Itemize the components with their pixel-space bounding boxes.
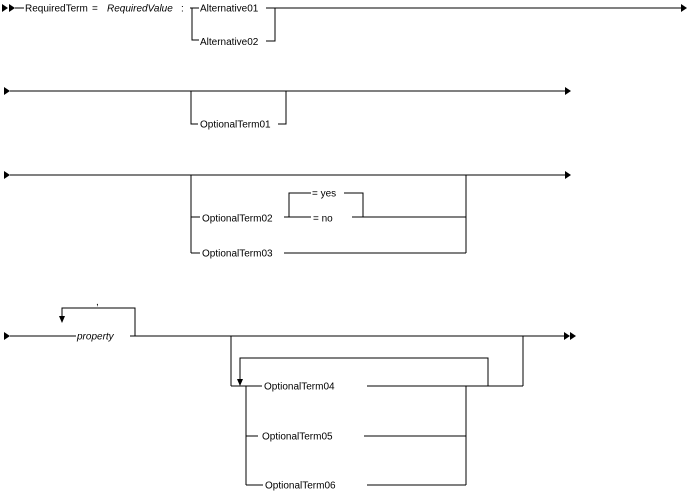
value-no-label: = no <box>313 214 333 225</box>
optional-term05-label: OptionalTerm05 <box>262 432 333 443</box>
repeat-arrow-icon <box>59 316 65 323</box>
required-term-label: RequiredTerm <box>25 4 88 15</box>
end-double-arrow-icon-2 <box>570 332 576 340</box>
optional-term03-label: OptionalTerm03 <box>202 249 273 260</box>
repeat-arrow-icon-2 <box>237 379 243 386</box>
required-value-label: RequiredValue <box>107 4 173 15</box>
optional-term04-label: OptionalTerm04 <box>264 382 335 393</box>
end-double-arrow-icon <box>564 332 570 340</box>
alternative02-label: Alternative02 <box>200 37 259 48</box>
colon-sign: : <box>181 4 184 15</box>
continuation-arrow-icon-3 <box>565 171 571 179</box>
row-1: RequiredTerm = RequiredValue : Alternati… <box>2 4 687 48</box>
optional-term06-label: OptionalTerm06 <box>265 481 336 492</box>
continue-arrow-icon-4 <box>4 332 10 340</box>
optional-term02-label: OptionalTerm02 <box>202 214 273 225</box>
continue-arrow-icon <box>4 87 10 95</box>
continuation-arrow-icon <box>681 4 687 12</box>
continue-arrow-icon-3 <box>4 171 10 179</box>
value-yes-label: = yes <box>312 189 336 200</box>
row-2: OptionalTerm01 <box>4 87 571 131</box>
property-label: property <box>76 332 115 343</box>
start-double-arrow-icon-2 <box>9 4 15 12</box>
row-4: , property OptionalTerm04 OptionalTerm05… <box>4 297 576 492</box>
row-3: OptionalTerm02 = yes = no OptionalTerm03 <box>4 171 571 260</box>
equals-sign: = <box>92 4 98 15</box>
optional-term01-label: OptionalTerm01 <box>200 120 271 131</box>
continuation-arrow-icon-2 <box>565 87 571 95</box>
start-double-arrow-icon <box>2 4 8 12</box>
alternative01-label: Alternative01 <box>200 4 259 15</box>
separator-label: , <box>96 297 99 308</box>
